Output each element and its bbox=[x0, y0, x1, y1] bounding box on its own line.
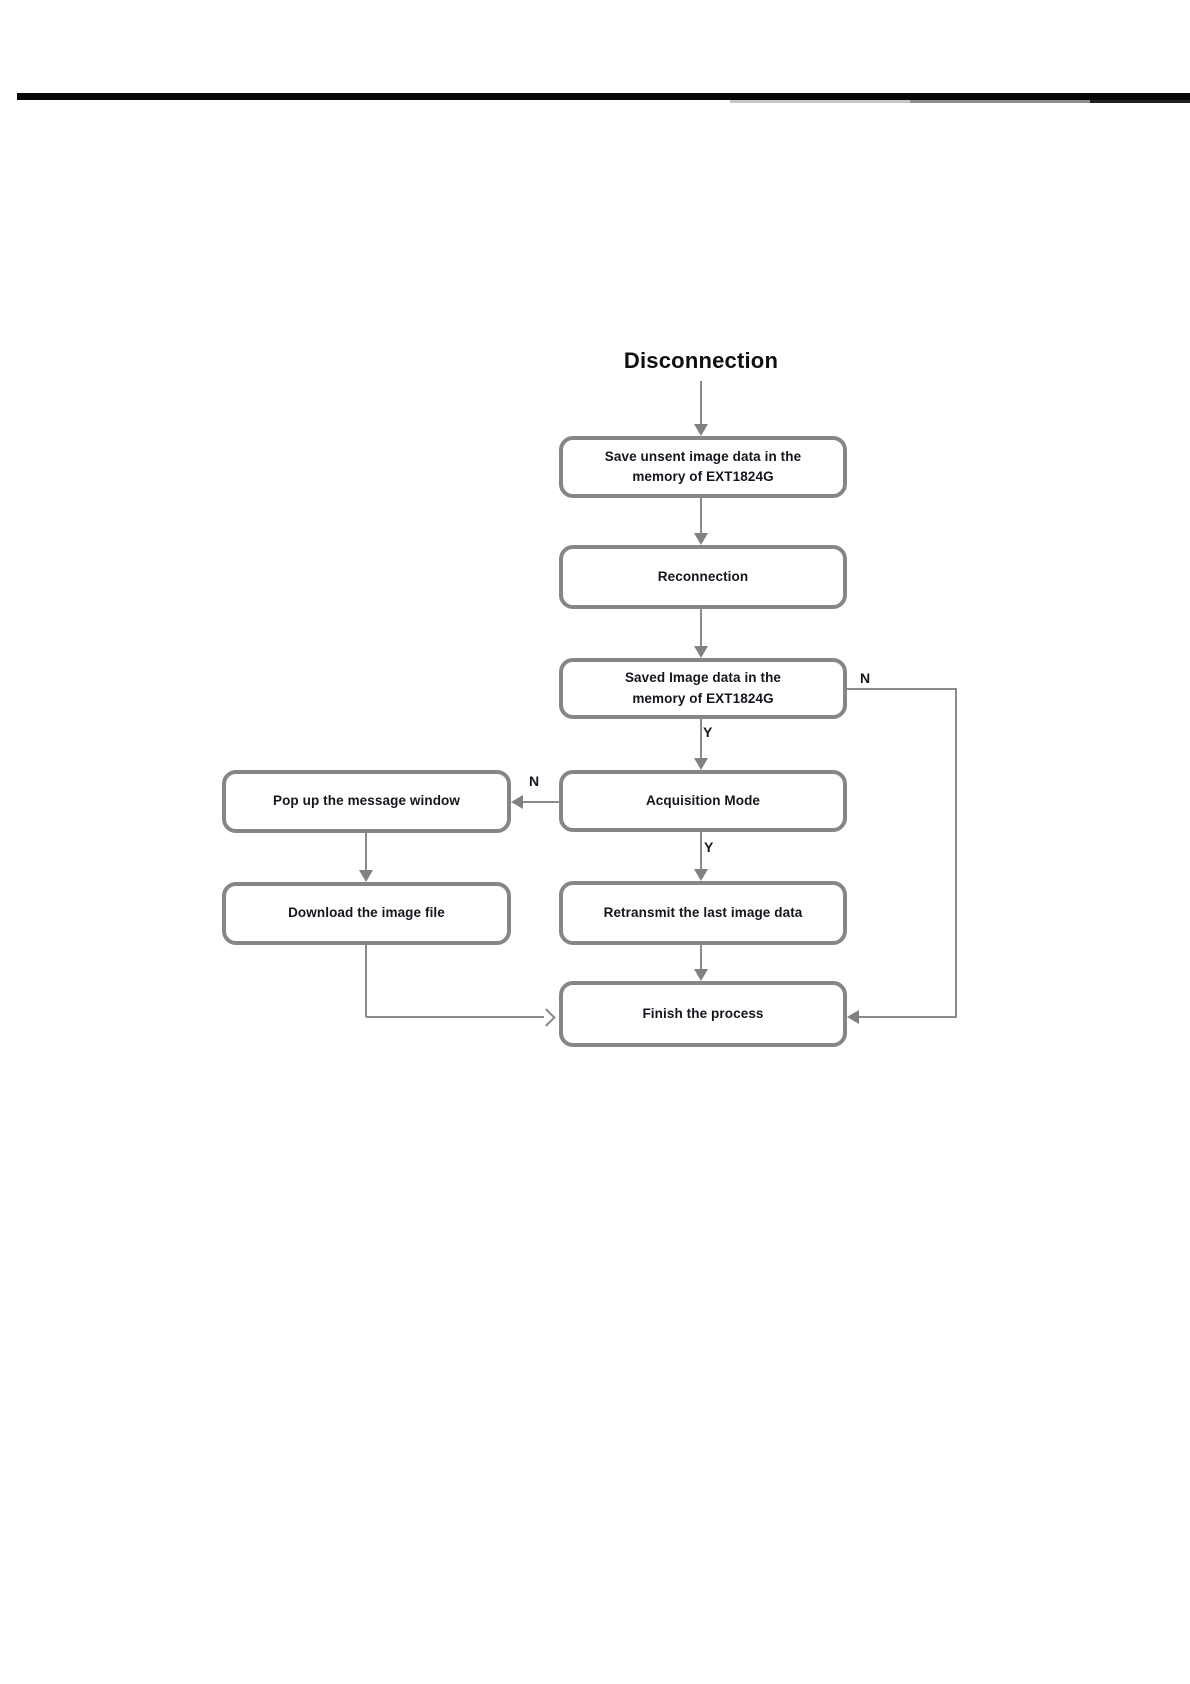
connector-download-to-finish-horizontal bbox=[366, 1016, 544, 1018]
connector-title-to-save bbox=[700, 381, 702, 424]
connector-save-to-reconnection bbox=[700, 498, 702, 533]
node-download-image-file: Download the image file bbox=[222, 882, 511, 945]
page-header-rule-shade bbox=[730, 100, 910, 103]
arrowhead-down-icon bbox=[694, 969, 708, 981]
branch-label-yes-savedcheck: Y bbox=[703, 724, 713, 740]
connector-savedcheck-no-branch-right bbox=[955, 688, 957, 1018]
arrowhead-left-icon bbox=[847, 1010, 859, 1024]
arrowhead-down-icon bbox=[359, 870, 373, 882]
connector-savedcheck-no-branch-top bbox=[847, 688, 957, 690]
node-acquisition-mode: Acquisition Mode bbox=[559, 770, 847, 832]
connector-retransmit-to-finish bbox=[700, 945, 702, 969]
node-reconnection: Reconnection bbox=[559, 545, 847, 609]
connector-popup-to-download bbox=[365, 833, 367, 870]
connector-savedcheck-to-acquisition bbox=[700, 719, 702, 758]
page-header-rule bbox=[17, 93, 1190, 100]
connector-acquisition-to-retransmit bbox=[700, 832, 702, 869]
node-popup-message-window: Pop up the message window bbox=[222, 770, 511, 833]
arrowhead-down-icon bbox=[694, 646, 708, 658]
node-saved-image-check: Saved Image data in the memory of EXT182… bbox=[559, 658, 847, 719]
branch-label-no-savedcheck: N bbox=[860, 670, 871, 686]
branch-label-no-acquisition: N bbox=[529, 773, 540, 789]
connector-download-to-finish-vertical bbox=[365, 945, 367, 1017]
arrowhead-down-icon bbox=[694, 533, 708, 545]
node-retransmit-last-image: Retransmit the last image data bbox=[559, 881, 847, 945]
flowchart-title: Disconnection bbox=[623, 348, 779, 373]
arrowhead-down-icon bbox=[694, 758, 708, 770]
node-save-unsent-image: Save unsent image data in the memory of … bbox=[559, 436, 847, 498]
connector-reconnection-to-savedcheck bbox=[700, 609, 702, 646]
arrowhead-left-icon bbox=[511, 795, 523, 809]
connector-acquisition-no-branch bbox=[523, 801, 560, 803]
arrowhead-down-icon bbox=[694, 869, 708, 881]
page-header-rule-shade bbox=[910, 100, 1090, 103]
node-finish-process: Finish the process bbox=[559, 981, 847, 1047]
connector-savedcheck-no-branch-bottom bbox=[859, 1016, 956, 1018]
arrowhead-down-icon bbox=[694, 424, 708, 436]
branch-label-yes-acquisition: Y bbox=[704, 839, 714, 855]
page-header-rule-shade bbox=[1090, 100, 1190, 103]
arrowhead-right-chevron-icon bbox=[537, 1008, 556, 1027]
